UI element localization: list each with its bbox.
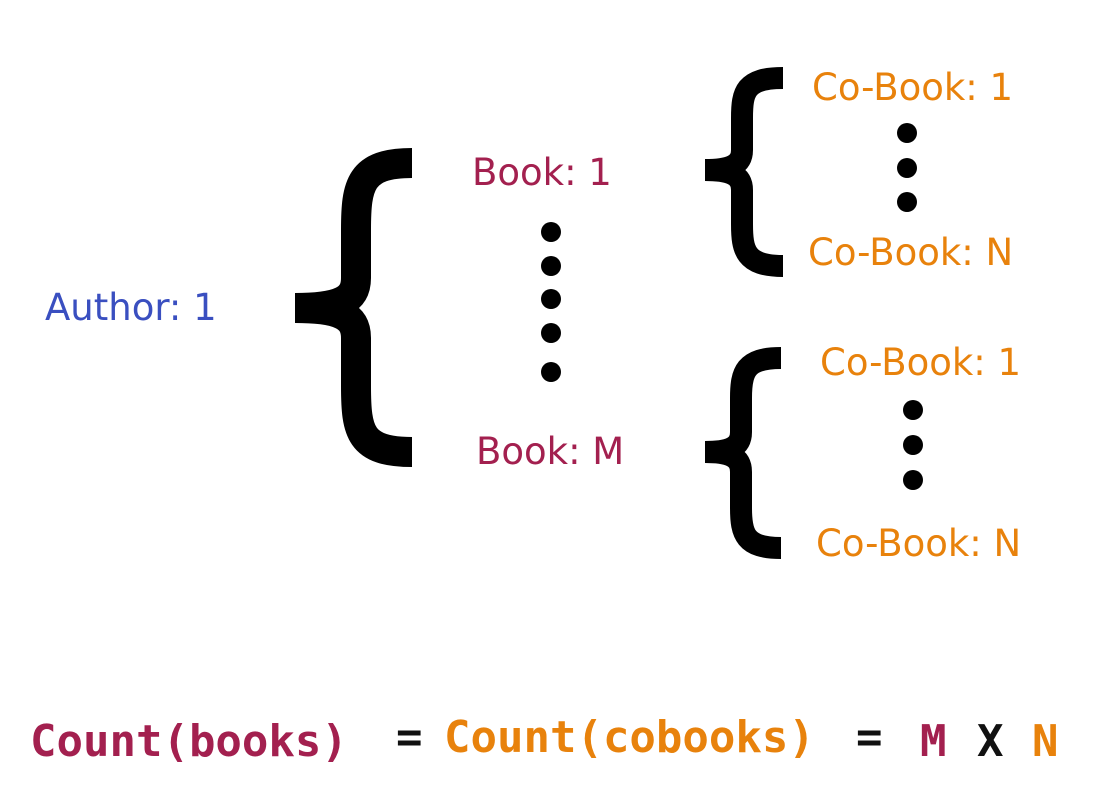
cobooks-group2-ellipsis <box>903 400 923 490</box>
cobook-group2-last-label: Co-Book: N <box>816 522 1021 565</box>
cobook-group2-first-label: Co-Book: 1 <box>820 341 1021 384</box>
formula-n: N <box>1032 716 1059 767</box>
formula-count-books: Count(books) <box>30 716 348 767</box>
formula-equals-1: = <box>396 712 423 763</box>
book-last-label: Book: M <box>476 430 624 473</box>
cobooks-brace-lower <box>704 347 782 559</box>
cobook-group1-first-label: Co-Book: 1 <box>812 66 1013 109</box>
formula-x: X <box>977 716 1004 767</box>
cobooks-group1-ellipsis <box>897 123 917 212</box>
cobooks-brace-upper <box>704 67 784 277</box>
cobook-group1-last-label: Co-Book: N <box>808 231 1013 274</box>
formula-m: M <box>920 716 947 767</box>
books-ellipsis <box>541 222 561 382</box>
books-brace <box>294 148 413 467</box>
formula-count-cobooks: Count(cobooks) <box>444 712 815 763</box>
author-label: Author: 1 <box>45 286 217 329</box>
formula-equals-2: = <box>856 712 883 763</box>
book-first-label: Book: 1 <box>472 151 612 194</box>
